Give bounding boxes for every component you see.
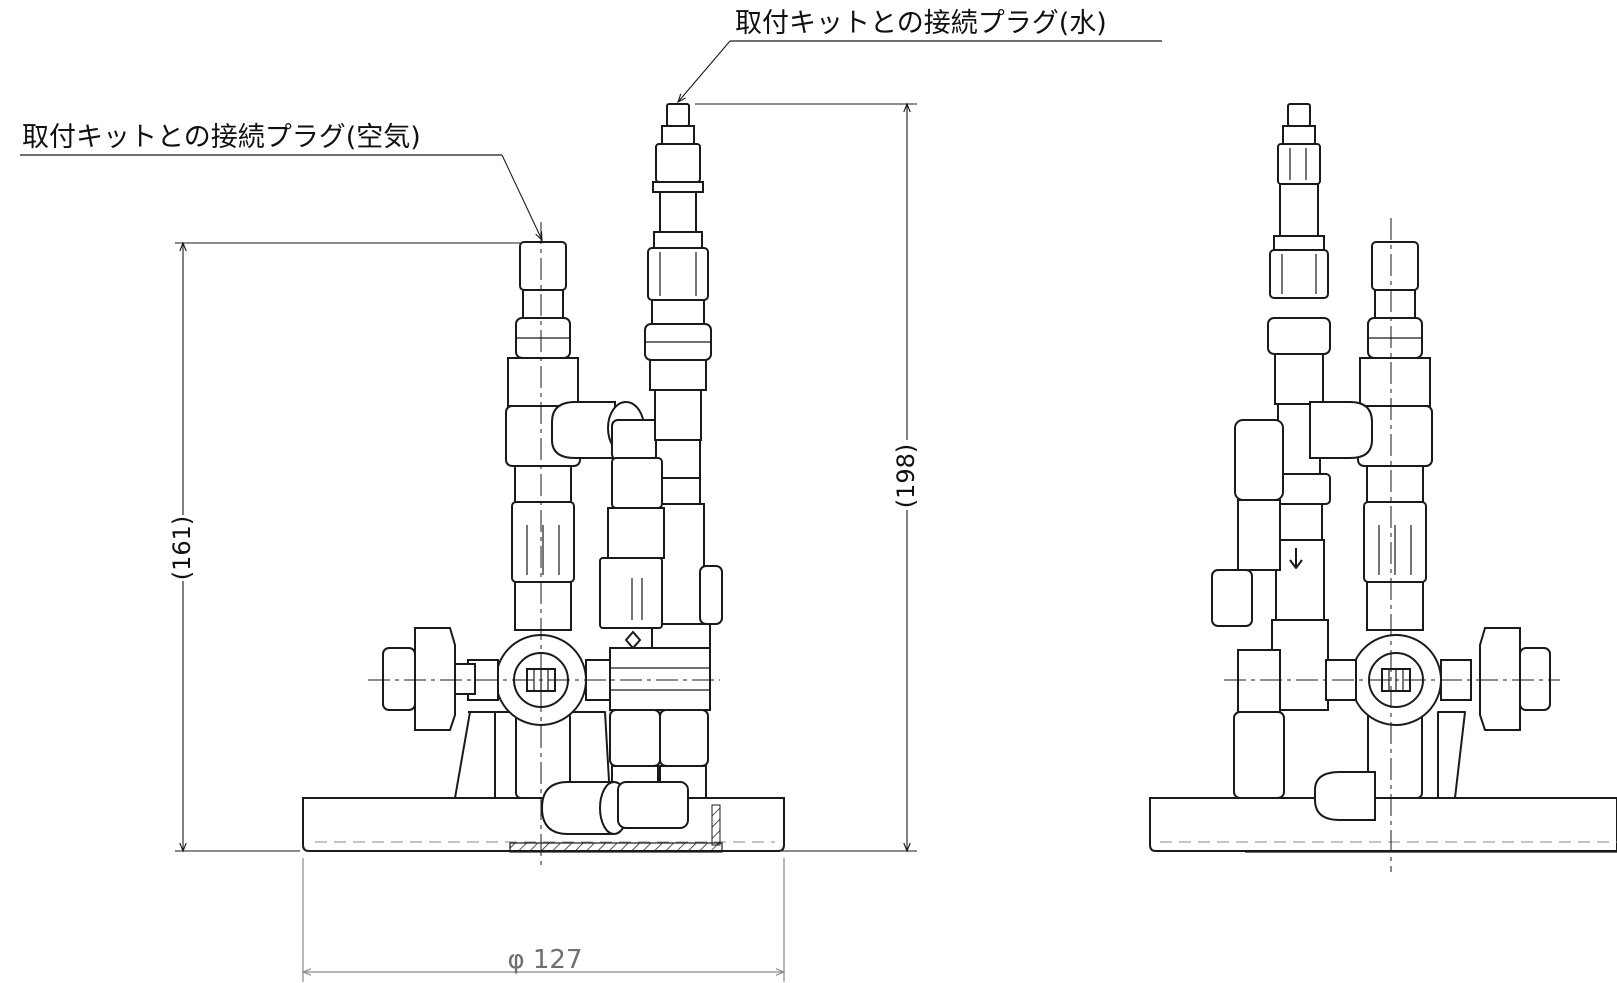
bottom-elbow (540, 781, 689, 835)
air-plug-label: 取付キットとの接続プラグ(空気) (22, 122, 421, 153)
label-air-plug: 取付キットとの接続プラグ(空気) (20, 122, 543, 242)
side-left-elbow (1211, 419, 1285, 799)
dimension-198: (198) (695, 102, 928, 853)
diameter-127-text: φ 127 (507, 945, 582, 975)
water-plug-label: 取付キットとの接続プラグ(水) (735, 8, 1107, 39)
side-water-column (1267, 103, 1331, 711)
label-water-plug: 取付キットとの接続プラグ(水) (677, 8, 1162, 104)
dimension-161-text: (161) (168, 516, 196, 581)
dimension-diameter-127: φ 127 (301, 858, 786, 982)
front-view (302, 103, 785, 868)
left-knob (382, 627, 476, 731)
dimension-161: (161) (164, 241, 520, 853)
side-view (1149, 103, 1617, 872)
dimension-198-text: (198) (892, 444, 920, 509)
side-air-column (1357, 241, 1433, 799)
air-elbow (551, 401, 663, 461)
right-knob (1479, 627, 1551, 731)
